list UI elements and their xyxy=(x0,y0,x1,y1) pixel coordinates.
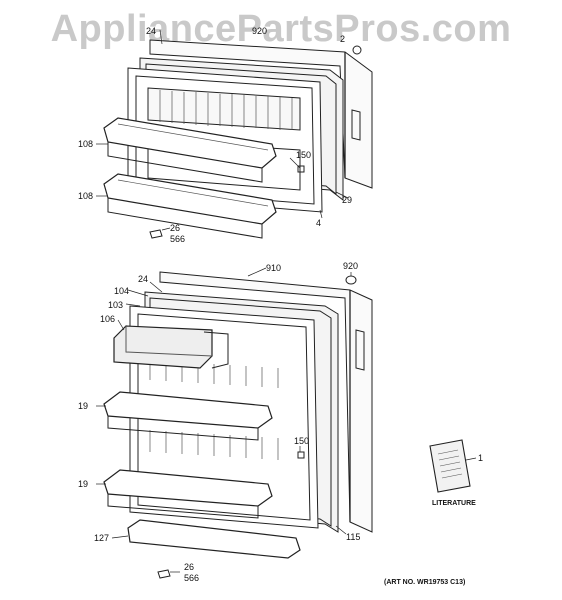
callout-115: 115 xyxy=(346,532,361,542)
callout-24-top: 24 xyxy=(146,26,157,36)
callout-920-top: 920 xyxy=(252,26,268,36)
callout-19-upper: 19 xyxy=(78,401,89,411)
callout-108-lower: 108 xyxy=(78,191,94,201)
callout-103: 103 xyxy=(108,300,124,310)
freezer-door-assembly xyxy=(96,29,373,239)
grommet-920[interactable] xyxy=(345,275,357,285)
callout-26-top: 26 xyxy=(170,223,181,233)
cam-150[interactable] xyxy=(297,451,305,459)
callout-150-top: 150 xyxy=(296,150,312,160)
freezer-outer-door[interactable] xyxy=(149,39,373,189)
callout-566: 566 xyxy=(184,573,200,583)
art-number: (ART NO. WR19753 C13) xyxy=(384,579,466,586)
callout-24: 24 xyxy=(138,274,149,284)
dairy-compartment[interactable] xyxy=(113,325,213,369)
callout-150: 150 xyxy=(294,436,310,446)
fresh-food-door-assembly xyxy=(96,267,373,579)
callout-29: 29 xyxy=(342,195,353,205)
watermark: AppliancePartsPros.com xyxy=(50,8,512,50)
callout-4: 4 xyxy=(316,218,322,228)
callout-127: 127 xyxy=(94,533,110,543)
grommet-920-top[interactable] xyxy=(352,45,362,55)
door-trim-127[interactable] xyxy=(127,519,301,559)
callout-2-top: 2 xyxy=(340,34,346,44)
callout-104: 104 xyxy=(114,286,130,296)
callout-1: 1 xyxy=(478,453,484,463)
literature-pack[interactable] xyxy=(429,439,477,493)
callout-19-lower: 19 xyxy=(78,479,89,489)
callout-106: 106 xyxy=(100,314,116,324)
hinge-cover-top[interactable] xyxy=(149,229,163,239)
callout-566-top: 566 xyxy=(170,234,186,244)
callout-920: 920 xyxy=(343,261,359,271)
callout-910: 910 xyxy=(266,263,282,273)
literature-label: LITERATURE xyxy=(432,500,476,507)
fresh-food-outer-door[interactable] xyxy=(159,271,373,533)
hinge-cover-bottom[interactable] xyxy=(157,569,171,579)
callout-108-upper: 108 xyxy=(78,139,94,149)
callout-26: 26 xyxy=(184,562,195,572)
cam-150-top[interactable] xyxy=(297,165,305,173)
